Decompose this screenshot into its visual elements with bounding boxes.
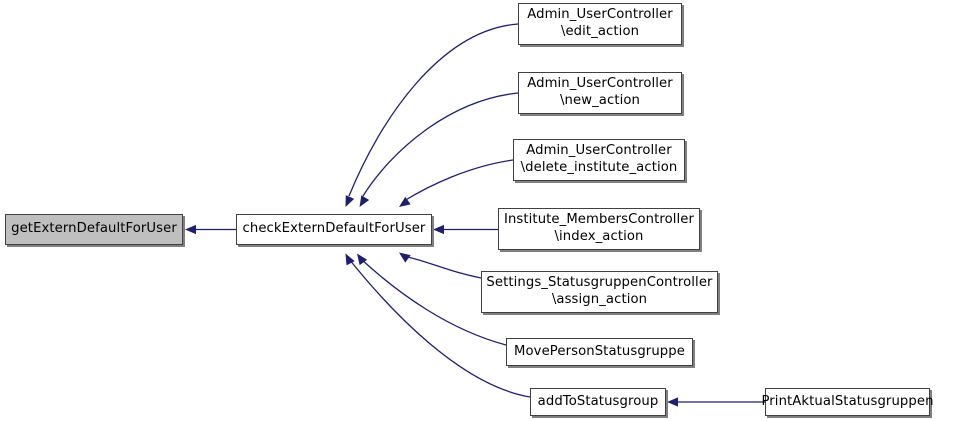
graph-edge [403,255,482,279]
edge-arrowhead [345,253,355,266]
edge-arrowhead [359,195,370,207]
graph-edge [403,159,514,202]
graph-node-getExternDefaultForUser[interactable]: getExternDefaultForUser [5,214,183,245]
graph-node-checkExternDefaultForUser[interactable]: checkExternDefaultForUser [236,214,432,245]
graph-edge [348,23,519,197]
edge-arrowhead [399,252,411,263]
graph-node-Admin_UserController_new_action[interactable]: Admin_UserController \new_action [518,72,682,114]
graph-node-PrintAktualStatusgruppen[interactable]: PrintAktualStatusgruppen [761,388,933,416]
graph-node-addToStatusgroup[interactable]: addToStatusgroup [530,388,666,416]
edge-arrowhead [667,397,678,407]
graph-node-Institute_MembersController_index_action[interactable]: Institute_MembersController \index_actio… [498,208,700,250]
graph-node-Settings_StatusgruppenController_assign_action[interactable]: Settings_StatusgruppenController \assign… [481,271,718,313]
graph-node-Admin_UserController_edit_action[interactable]: Admin_UserController \edit_action [518,3,682,45]
edge-arrowhead [345,195,355,207]
edge-arrowhead [399,196,411,207]
edge-arrowhead [185,224,196,235]
graph-node-MovePersonStatusgruppe[interactable]: MovePersonStatusgruppe [506,338,693,366]
graph-node-Admin_UserController_delete_institute_action[interactable]: Admin_UserController \delete_institute_a… [513,139,685,181]
edge-arrowhead [433,224,444,235]
graph-edge [362,92,519,197]
edge-arrowhead [357,253,368,266]
